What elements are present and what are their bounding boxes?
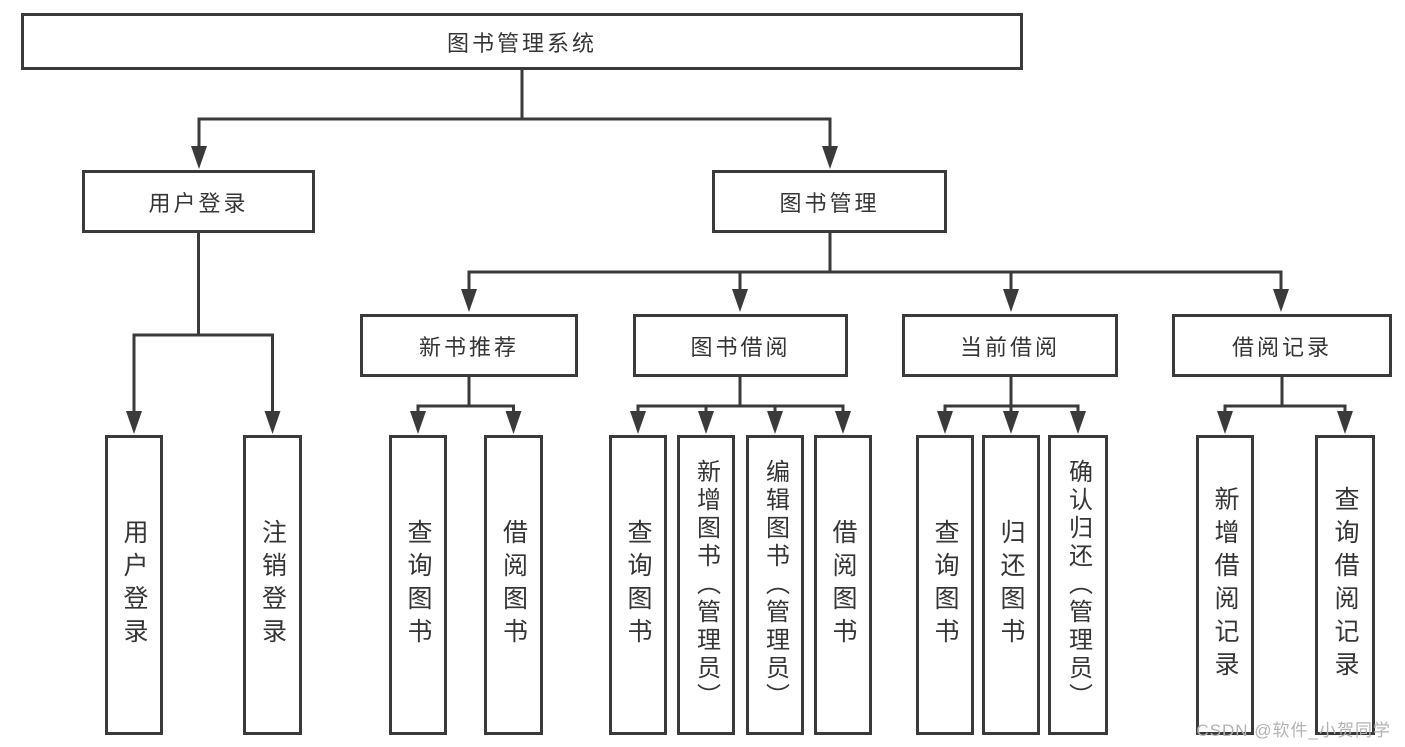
connector-borrow-records-children: [1223, 377, 1347, 413]
node-new-book-recommend: 新书推荐: [360, 314, 578, 377]
leaf-edit-book-admin: 编辑图书（管理员）: [746, 435, 804, 735]
leaf-logout: 注销登录: [243, 435, 302, 735]
leaf-return-book: 归还图书: [982, 435, 1040, 735]
arrowhead-new-book-recommend: [461, 289, 477, 312]
connector-current-borrow-children: [943, 377, 1080, 413]
leaf-add-borrow-record: 新增借阅记录: [1196, 435, 1254, 735]
connector-root-to-level2: [197, 70, 832, 151]
connector-book-management-to-level3: [467, 233, 1283, 293]
arrowhead-leaf-confirm-return: [1070, 411, 1086, 434]
arrowhead-leaf-borrow-book-1: [505, 411, 522, 434]
arrowhead-leaf-add-book: [698, 411, 714, 434]
arrowhead-current-borrow: [1003, 289, 1019, 312]
arrowhead-book-borrow: [732, 289, 748, 312]
leaf-borrow-book-recommend: 借阅图书: [484, 435, 543, 735]
arrowhead-leaf-query-book-2: [630, 411, 646, 434]
arrowhead-leaf-user-login: [126, 411, 142, 434]
leaf-user-login: 用户登录: [105, 435, 163, 735]
leaf-add-book-admin: 新增图书（管理员）: [677, 435, 735, 735]
arrowhead-leaf-borrow-book-2: [835, 411, 851, 434]
arrowhead-book-management: [822, 146, 838, 169]
connector-user-login-children: [132, 233, 274, 413]
leaf-confirm-return-admin: 确认归还（管理员）: [1048, 435, 1108, 735]
arrowhead-leaf-return-book: [1003, 411, 1019, 434]
arrowhead-leaf-logout: [264, 411, 281, 434]
node-borrow-records: 借阅记录: [1172, 314, 1392, 377]
arrowhead-leaf-edit-book: [767, 411, 783, 434]
node-book-borrow: 图书借阅: [633, 314, 848, 377]
node-root: 图书管理系统: [21, 13, 1023, 70]
arrowhead-leaf-query-book-3: [937, 411, 953, 434]
leaf-query-book-recommend: 查询图书: [389, 435, 447, 735]
connector-book-borrow-children: [636, 377, 845, 413]
leaf-borrow-book: 借阅图书: [814, 435, 872, 735]
arrowhead-leaf-query-book-1: [410, 411, 426, 434]
leaf-query-borrow-record: 查询借阅记录: [1315, 435, 1375, 735]
node-user-login: 用户登录: [82, 170, 315, 233]
arrowhead-leaf-add-record: [1217, 411, 1233, 434]
connector-new-book-recommend-children: [416, 377, 515, 413]
leaf-query-book-current: 查询图书: [916, 435, 974, 735]
leaf-query-book-borrow: 查询图书: [609, 435, 667, 735]
watermark: CSDN @软件_小贺同学: [1196, 721, 1391, 740]
arrowhead-leaf-query-record: [1337, 411, 1353, 434]
arrowhead-borrow-records: [1273, 289, 1289, 312]
arrowhead-user-login: [191, 146, 207, 169]
node-current-borrow: 当前借阅: [902, 314, 1118, 377]
node-book-management: 图书管理: [712, 170, 947, 233]
